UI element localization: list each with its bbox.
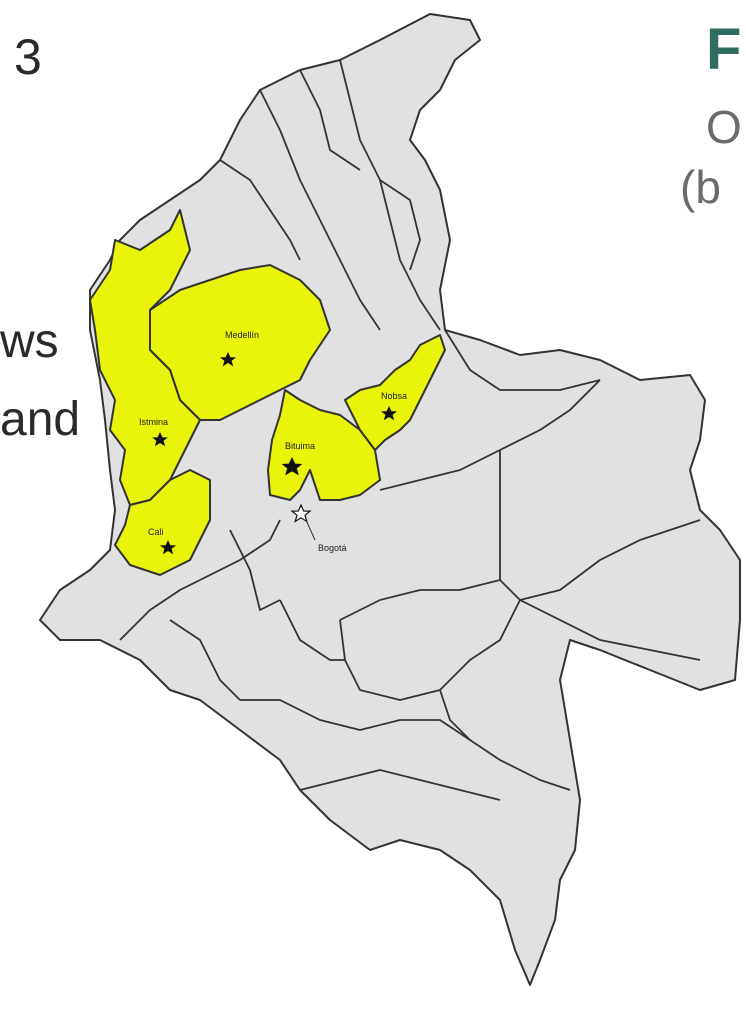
city-label-bituima: Bituima [285, 441, 315, 451]
city-label-cali: Cali [148, 527, 164, 537]
border-line [439, 689, 471, 741]
marker-istmina: Istmina [139, 417, 168, 447]
marker-bituima: Bituima [281, 441, 315, 476]
star-black-icon [381, 406, 397, 421]
star-black-icon [220, 352, 236, 367]
border-line [229, 529, 281, 611]
border-line [299, 769, 501, 801]
border-line [379, 179, 421, 271]
border-line [519, 599, 701, 661]
city-label-nobsa: Nobsa [381, 391, 407, 401]
star-white-icon [290, 503, 312, 523]
marker-cali: Cali [148, 527, 176, 555]
region-valle [114, 469, 211, 576]
slide-subtitle-fragment-2: (b [680, 161, 721, 213]
city-label-bogota: Bogotá [318, 543, 347, 553]
border-line [169, 619, 241, 701]
star-black-icon [160, 540, 176, 555]
region-choco [89, 209, 201, 506]
border-line [339, 599, 521, 701]
slide-text-fragment-number: 3 [14, 29, 42, 85]
border-line [279, 599, 345, 661]
bogota-leader-line [305, 519, 316, 541]
border-line [219, 159, 301, 261]
border-line [339, 579, 501, 621]
border-line [199, 519, 281, 581]
region-boyaca [344, 334, 446, 451]
border-line [259, 89, 381, 331]
border-line [339, 59, 441, 331]
slide-heading-fragment: F [706, 17, 742, 82]
border-line [240, 699, 571, 791]
city-label-medellin: Medellín [225, 330, 259, 340]
marker-medellin: Medellín [220, 330, 259, 367]
city-label-istmina: Istmina [139, 417, 168, 427]
marker-nobsa: Nobsa [381, 391, 407, 421]
marker-bogota: Bogotá [290, 503, 347, 553]
slide-subtitle-fragment-1: O [706, 101, 742, 153]
slide-text-fragment-and: and [0, 393, 81, 446]
border-line [119, 579, 201, 641]
star-black-icon [281, 457, 303, 476]
star-black-icon [152, 432, 168, 447]
slide-text-fragment-ws: ws [0, 315, 59, 368]
border-line [299, 69, 361, 171]
border-line [444, 329, 601, 391]
border-line [499, 450, 701, 601]
